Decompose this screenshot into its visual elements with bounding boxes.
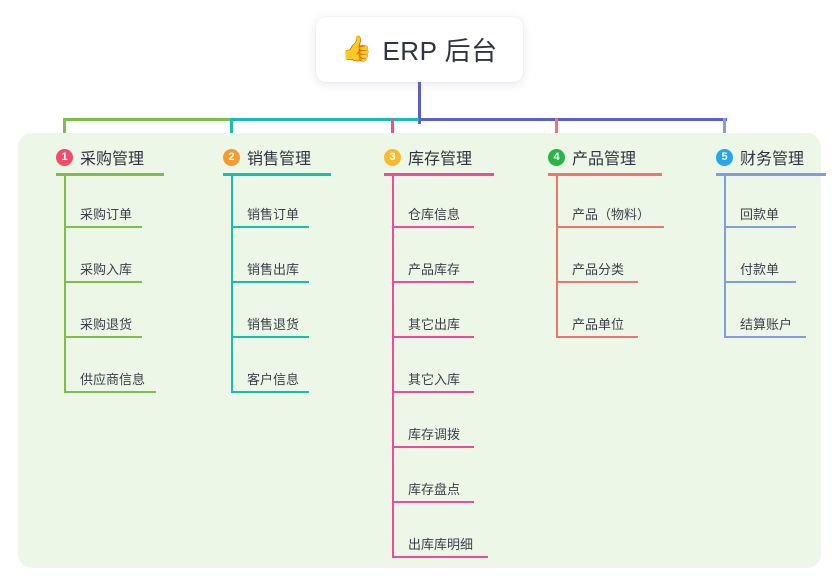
module-item-rule [392, 391, 474, 393]
module-title-2: 销售管理 [247, 151, 312, 168]
module-item-label: 采购入库 [80, 262, 133, 277]
module-item-rule [556, 336, 638, 338]
module-item[interactable]: 产品库存 [392, 255, 474, 283]
module-item[interactable]: 采购订单 [64, 200, 142, 228]
module-header-3[interactable]: 3 库存管理 [384, 145, 472, 169]
module-spine-5 [724, 173, 726, 338]
module-spine-3 [392, 173, 394, 558]
module-item-label: 出库库明细 [408, 537, 474, 552]
module-item[interactable]: 其它出库 [392, 310, 474, 338]
bus-segment-right [419, 118, 727, 121]
modules-panel: 1 采购管理采购订单采购入库采购退货供应商信息 2 销售管理销售订单销售出库销售退货客… [18, 133, 826, 568]
module-badge-2: 2 [223, 148, 240, 166]
module-spine-1 [64, 173, 66, 393]
bus-segment-mid [231, 118, 419, 121]
module-item-label: 采购退货 [80, 317, 133, 332]
module-item[interactable]: 产品分类 [556, 255, 638, 283]
trunk-connector [418, 82, 421, 124]
module-item-label: 客户信息 [247, 372, 300, 387]
module-item[interactable]: 库存盘点 [392, 475, 474, 503]
module-item[interactable]: 仓库信息 [392, 200, 474, 228]
module-item-label: 付款单 [740, 262, 780, 277]
module-item-rule [392, 226, 474, 228]
root-node-erp-backend[interactable]: 👍 ERP 后台 [316, 17, 523, 82]
module-item[interactable]: 回款单 [724, 200, 796, 228]
module-header-rule-4 [548, 173, 662, 176]
module-item-label: 销售订单 [247, 207, 300, 222]
module-header-rule-1 [56, 173, 164, 176]
module-item[interactable]: 销售订单 [231, 200, 309, 228]
module-item[interactable]: 采购退货 [64, 310, 142, 338]
module-title-4: 产品管理 [572, 151, 637, 168]
page-title: ERP 后台 [382, 36, 498, 66]
module-item-rule [64, 281, 142, 283]
module-item-label: 产品（物料） [572, 207, 651, 222]
module-item-rule [556, 281, 638, 283]
module-header-2[interactable]: 2 销售管理 [223, 145, 311, 169]
module-title-5: 财务管理 [740, 151, 805, 168]
module-item-label: 销售退货 [247, 317, 300, 332]
module-item-label: 供应商信息 [80, 372, 146, 387]
module-badge-1: 1 [56, 148, 73, 166]
module-item-label: 采购订单 [80, 207, 133, 222]
module-item-rule [392, 501, 474, 503]
module-item[interactable]: 其它入库 [392, 365, 474, 393]
module-item[interactable]: 供应商信息 [64, 365, 156, 393]
module-item-label: 结算账户 [740, 317, 793, 332]
module-item-label: 其它入库 [408, 372, 461, 387]
module-item-rule [392, 556, 488, 558]
module-item[interactable]: 产品（物料） [556, 200, 664, 228]
module-item-rule [392, 336, 474, 338]
module-item-rule [64, 226, 142, 228]
module-badge-4: 4 [548, 148, 565, 166]
module-spine-2 [231, 173, 233, 393]
module-item-rule [724, 226, 796, 228]
module-spine-4 [556, 173, 558, 338]
module-item-label: 产品单位 [572, 317, 625, 332]
module-header-4[interactable]: 4 产品管理 [548, 145, 636, 169]
module-item-rule [64, 336, 142, 338]
module-header-rule-5 [716, 173, 826, 176]
module-item[interactable]: 产品单位 [556, 310, 638, 338]
module-item-rule [231, 226, 309, 228]
module-header-1[interactable]: 1 采购管理 [56, 145, 144, 169]
module-item-rule [231, 336, 309, 338]
module-item[interactable]: 销售退货 [231, 310, 309, 338]
module-badge-3: 3 [384, 148, 401, 166]
module-item-label: 产品分类 [572, 262, 625, 277]
module-item-rule [392, 281, 474, 283]
module-header-rule-3 [384, 173, 494, 176]
module-item[interactable]: 客户信息 [231, 365, 309, 393]
module-item-rule [231, 391, 309, 393]
module-item[interactable]: 销售出库 [231, 255, 309, 283]
module-item[interactable]: 采购入库 [64, 255, 142, 283]
module-item[interactable]: 结算账户 [724, 310, 806, 338]
module-item[interactable]: 出库库明细 [392, 530, 488, 558]
module-item[interactable]: 库存调拨 [392, 420, 474, 448]
module-title-3: 库存管理 [408, 151, 473, 168]
module-item-rule [392, 446, 474, 448]
module-item-label: 仓库信息 [408, 207, 461, 222]
module-item-label: 产品库存 [408, 262, 461, 277]
module-item-rule [724, 281, 796, 283]
bus-segment-left [64, 118, 231, 121]
module-header-rule-2 [223, 173, 331, 176]
module-item-rule [724, 336, 806, 338]
module-item-rule [556, 226, 664, 228]
module-item-label: 回款单 [740, 207, 780, 222]
module-item-rule [64, 391, 156, 393]
module-item-label: 库存盘点 [408, 482, 461, 497]
module-badge-5: 5 [716, 148, 733, 166]
thumbs-up-icon: 👍 [341, 35, 373, 63]
module-item-label: 其它出库 [408, 317, 461, 332]
module-title-1: 采购管理 [80, 151, 145, 168]
module-item[interactable]: 付款单 [724, 255, 796, 283]
module-item-label: 库存调拨 [408, 427, 461, 442]
module-header-5[interactable]: 5 财务管理 [716, 145, 804, 169]
module-item-label: 销售出库 [247, 262, 300, 277]
module-item-rule [231, 281, 309, 283]
